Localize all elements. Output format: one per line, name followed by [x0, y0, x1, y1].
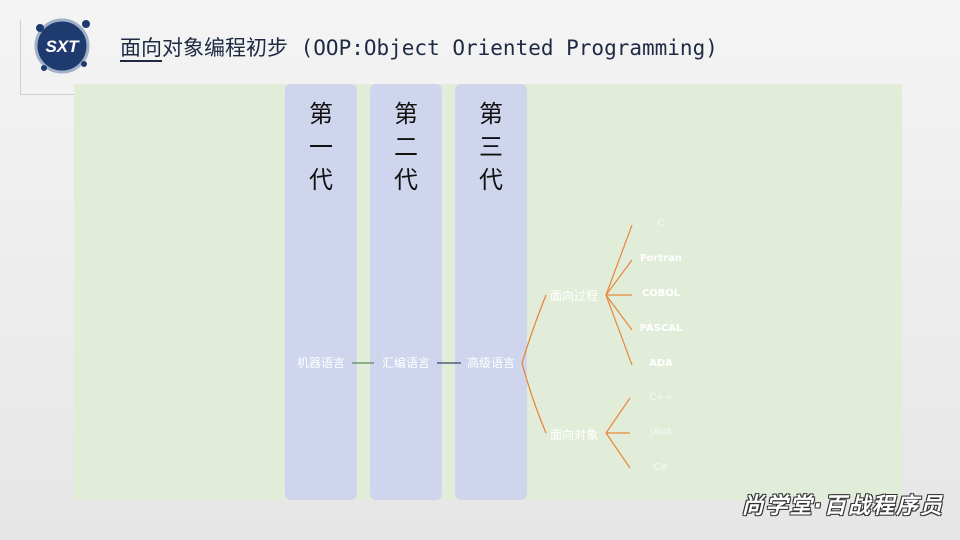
- logo-text: SXT: [45, 37, 80, 56]
- generation-column-1: 第一代 机器语言: [285, 84, 357, 500]
- generation-label-highlevel: 高级语言: [466, 356, 515, 370]
- leaf-ada: ADA: [649, 358, 673, 369]
- page-title: 面向对象编程初步 (OOP:Object Oriented Programmin…: [120, 32, 718, 62]
- generation-column-2: 第二代 汇编语言: [370, 84, 442, 500]
- watermark: 尚学堂·百战程序员: [741, 494, 944, 519]
- generation-label-assembly: 汇编语言: [381, 356, 430, 370]
- generation-title: 第二代: [394, 100, 418, 194]
- leaf-cobol: COBOL: [641, 288, 681, 299]
- leaf-c: C: [657, 218, 665, 229]
- generation-column-3: 第三代 高级语言: [455, 84, 527, 500]
- leaf-pascal: PASCAL: [639, 323, 683, 334]
- title-underlined: 面向: [120, 36, 162, 60]
- branch-object: 面向对象: [550, 428, 599, 442]
- generation-title: 第三代: [479, 100, 503, 194]
- decor-line: [20, 94, 80, 95]
- branch-procedural: 面向过程: [550, 289, 599, 303]
- generation-label-machine: 机器语言: [296, 356, 345, 370]
- sxt-logo-icon: SXT: [34, 18, 90, 74]
- leaf-cpp: C++: [649, 392, 673, 403]
- decor-line: [20, 20, 21, 94]
- title-rest: 对象编程初步 (OOP:Object Oriented Programming): [162, 36, 718, 60]
- leaf-csharp: C#: [653, 462, 669, 473]
- generation-title: 第一代: [309, 100, 333, 194]
- leaf-java: JAVA: [649, 427, 673, 438]
- leaf-fortran: Fortran: [640, 253, 682, 264]
